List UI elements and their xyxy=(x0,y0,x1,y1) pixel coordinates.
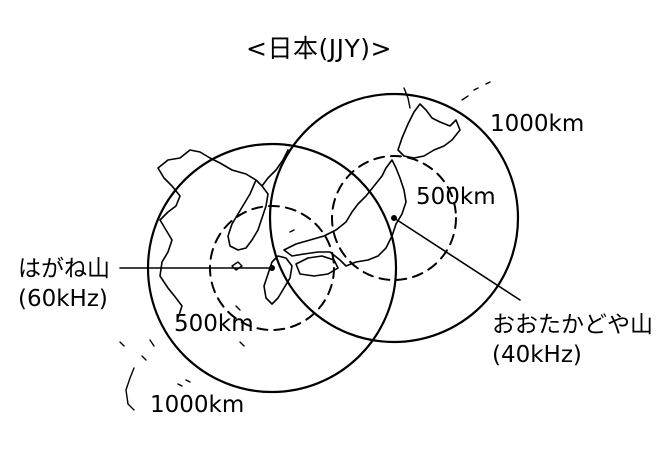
sakhalin-coast xyxy=(403,81,491,109)
east-outer-range-label: 1000km xyxy=(490,111,585,137)
east-500km-circle xyxy=(331,155,457,281)
honshu-coast xyxy=(283,159,407,267)
shikoku-coast xyxy=(295,255,339,277)
map-title: <日本(JJY)> xyxy=(246,34,392,63)
west-inner-range-label: 500km xyxy=(174,311,254,337)
west-outer-range-label: 1000km xyxy=(150,392,245,418)
otakadoya-yama-leader xyxy=(393,217,521,301)
east-inner-range-label: 500km xyxy=(416,184,496,210)
west-station-frequency: (60kHz) xyxy=(18,286,108,312)
continent-coastline xyxy=(157,149,289,319)
east-station-name: おおたかどや山 xyxy=(492,312,653,338)
east-station-frequency: (40kHz) xyxy=(492,342,582,368)
hokkaido-coast xyxy=(397,103,461,159)
islands-south xyxy=(119,305,245,411)
east-1000km-circle xyxy=(268,92,520,344)
west-station-name: はがね山 xyxy=(18,256,110,282)
kyushu-coast xyxy=(263,255,293,305)
